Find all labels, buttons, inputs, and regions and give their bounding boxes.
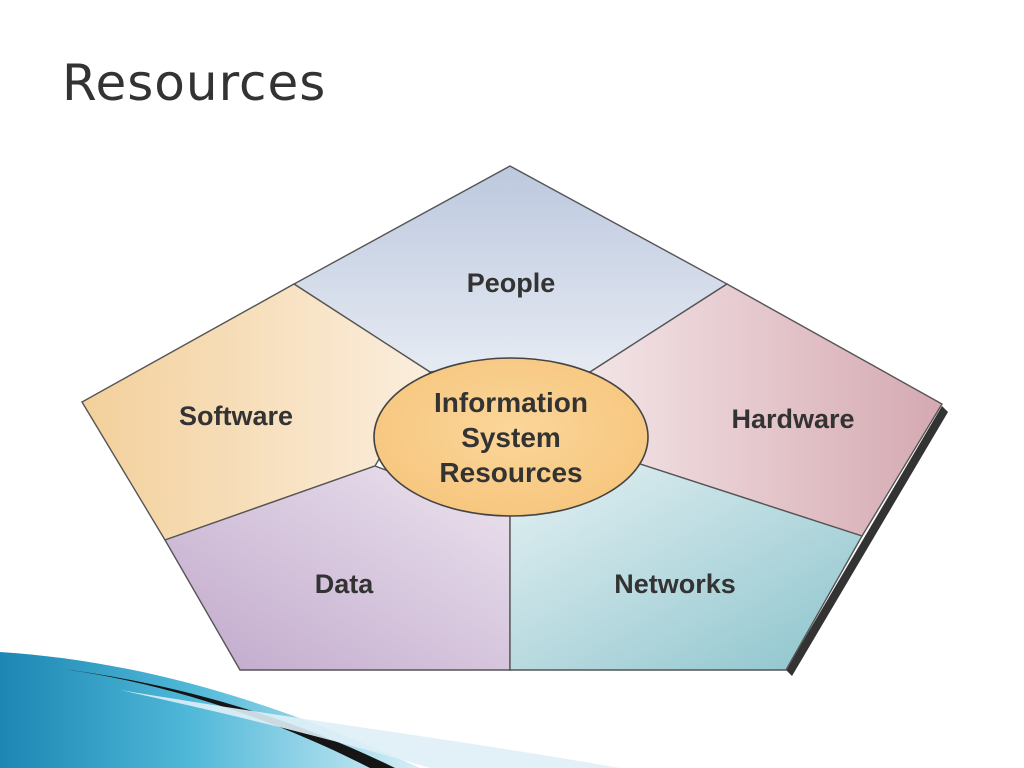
slide-title: Resources	[62, 54, 327, 112]
center-label-line-3: Resources	[439, 457, 582, 488]
pentagon-shadow	[786, 406, 948, 676]
label-networks: Networks	[614, 569, 736, 599]
label-hardware: Hardware	[731, 404, 854, 434]
label-people: People	[467, 268, 556, 298]
center-ellipse	[373, 357, 649, 517]
decorative-swoosh-highlight	[120, 690, 620, 768]
center-label-line-2: System	[461, 422, 561, 453]
label-software: Software	[179, 401, 293, 431]
decorative-swoosh-stroke	[55, 668, 395, 768]
label-data: Data	[315, 569, 375, 599]
center-label-line-1: Information	[434, 387, 588, 418]
